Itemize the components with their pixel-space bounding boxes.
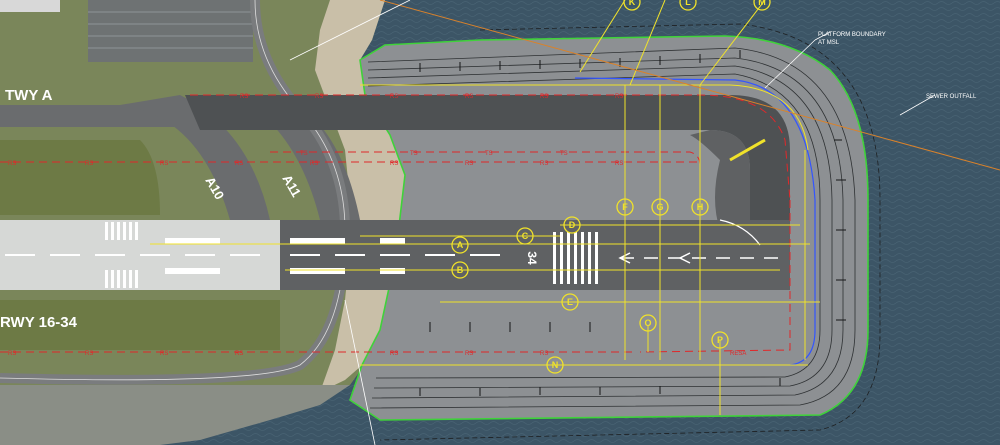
label-rwy-16-34: RWY 16-34 bbox=[0, 314, 78, 331]
rs-label: RS bbox=[240, 94, 248, 100]
rs-label: RS bbox=[465, 161, 473, 167]
callout-n: N bbox=[546, 356, 564, 374]
dimension-lines bbox=[150, 0, 820, 415]
callout-e: E bbox=[561, 293, 579, 311]
svg-text:B: B bbox=[457, 265, 464, 275]
runway-number-34: 34 bbox=[525, 251, 539, 265]
callout-g: G bbox=[651, 198, 669, 216]
sewer-outfall-line bbox=[379, 0, 1000, 171]
svg-text:L: L bbox=[685, 0, 691, 7]
parking-lot bbox=[88, 0, 253, 62]
svg-text:F: F bbox=[622, 202, 628, 212]
rs-label: RS bbox=[390, 161, 398, 167]
label-twy-a: TWY A bbox=[5, 87, 53, 104]
svg-text:A: A bbox=[457, 240, 464, 250]
rs-label: RS bbox=[235, 351, 243, 357]
taxiway-turnaround bbox=[690, 130, 750, 230]
ts-label: TS bbox=[485, 151, 493, 157]
rs-label: RS bbox=[540, 94, 548, 100]
svg-text:H: H bbox=[697, 202, 704, 212]
taxiway-a-extension bbox=[185, 95, 790, 240]
callout-b: B bbox=[451, 261, 469, 279]
svg-text:D: D bbox=[569, 220, 576, 230]
threshold-bars bbox=[553, 232, 598, 284]
rs-label: RS bbox=[615, 94, 623, 100]
svg-text:M: M bbox=[758, 0, 766, 7]
callout-d: D bbox=[563, 216, 581, 234]
label-sewer-outfall: SEWER OUTFALL bbox=[926, 94, 977, 100]
callout-a: A bbox=[451, 236, 469, 254]
rocky-shore bbox=[0, 385, 350, 445]
turn-arrow bbox=[719, 219, 761, 246]
rs-label: RS bbox=[85, 161, 93, 167]
callout-f: F bbox=[616, 198, 634, 216]
blue-boundary bbox=[574, 77, 816, 366]
rs-label: RS bbox=[235, 161, 243, 167]
label-platform-boundary-msl: AT MSL bbox=[818, 40, 840, 46]
rs-label: RS bbox=[310, 161, 318, 167]
rs-label: RS bbox=[390, 94, 398, 100]
callout-bubbles: A B C D E F G H K L M N O P bbox=[451, 0, 771, 374]
svg-text:G: G bbox=[656, 202, 663, 212]
callout-h: H bbox=[691, 198, 709, 216]
rs-label: RS bbox=[465, 94, 473, 100]
svg-text:N: N bbox=[552, 360, 559, 370]
svg-text:E: E bbox=[567, 297, 573, 307]
dashed-outer-limit bbox=[379, 23, 881, 441]
resa-label: RESA bbox=[730, 351, 746, 357]
taxiway-a10 bbox=[120, 95, 270, 220]
label-platform-boundary: PLATFORM BOUNDARY bbox=[818, 32, 886, 38]
callout-c: C bbox=[516, 227, 534, 245]
callout-p: P bbox=[711, 331, 729, 349]
rs-label: RS bbox=[160, 351, 168, 357]
ts-label: TS bbox=[410, 151, 418, 157]
callout-l: L bbox=[679, 0, 697, 11]
callout-o: O bbox=[639, 314, 657, 332]
rs-label: RS bbox=[390, 351, 398, 357]
rs-label: RS bbox=[8, 351, 16, 357]
callout-m: M bbox=[753, 0, 771, 11]
touchdown-markings bbox=[105, 222, 405, 288]
slope-ticks bbox=[419, 50, 846, 396]
svg-text:P: P bbox=[717, 335, 723, 345]
rs-label: RS bbox=[160, 161, 168, 167]
ts-label: TS bbox=[300, 151, 308, 157]
rs-label: RS bbox=[540, 161, 548, 167]
rs-label: RS bbox=[465, 351, 473, 357]
rs-label: RS bbox=[8, 161, 16, 167]
svg-text:O: O bbox=[644, 318, 651, 328]
rs-label: RS bbox=[85, 351, 93, 357]
callout-k: K bbox=[623, 0, 641, 11]
rs-label: RS bbox=[540, 351, 548, 357]
rs-labels: RS RS RS RS RS RS RS RS RS RS RS RS RS R… bbox=[8, 94, 746, 357]
svg-text:C: C bbox=[522, 231, 529, 241]
rs-label: RS bbox=[315, 94, 323, 100]
svg-text:K: K bbox=[629, 0, 636, 7]
rs-label: RS bbox=[615, 161, 623, 167]
ts-label: TS bbox=[560, 151, 568, 157]
